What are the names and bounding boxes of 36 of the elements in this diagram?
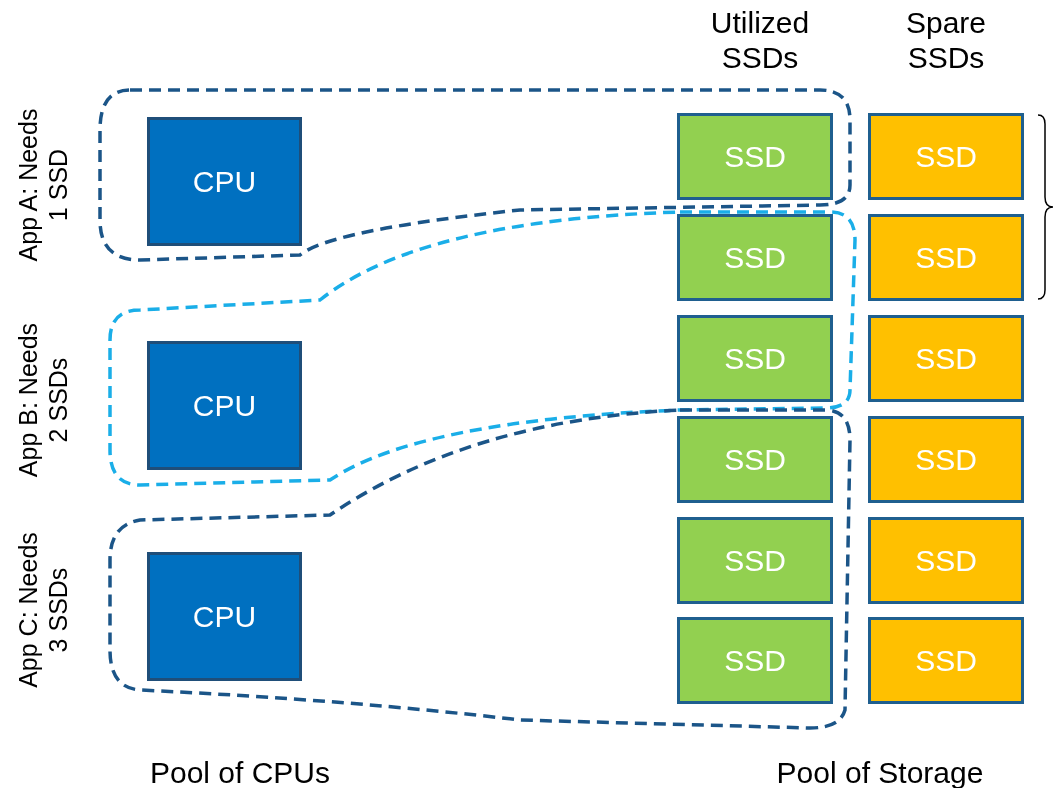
ssd-box	[677, 214, 833, 301]
box-label: SSD	[915, 240, 977, 276]
box-label: CPU	[192, 164, 257, 200]
cpu-box	[147, 117, 302, 246]
box-label: CPU	[192, 599, 257, 635]
box-label: SSD	[915, 442, 977, 478]
ssd-box	[677, 617, 833, 704]
ssd-box	[868, 416, 1024, 503]
ssd-box	[868, 113, 1024, 200]
box-label: CPU	[192, 388, 257, 424]
ssd-box	[868, 617, 1024, 704]
box-label: SSD	[724, 442, 786, 478]
box-label: SSD	[724, 643, 786, 679]
box-label: SSD	[915, 139, 977, 175]
box-label: SSD	[915, 643, 977, 679]
column-heading: Pool of CPUs	[148, 755, 332, 788]
cpu-box	[147, 552, 302, 681]
ssd-box	[677, 416, 833, 503]
box-label: SSD	[724, 240, 786, 276]
box-label: SSD	[724, 139, 786, 175]
column-heading: Utilized SSDs	[709, 6, 811, 75]
column-heading: Spare SSDs	[904, 6, 988, 75]
ssd-box	[868, 315, 1024, 402]
app-label: App B: Needs 2 SSDs	[13, 321, 73, 480]
ssd-box	[868, 214, 1024, 301]
ssd-box	[677, 517, 833, 604]
ssd-box	[677, 315, 833, 402]
ssd-box	[677, 113, 833, 200]
box-label: SSD	[915, 341, 977, 377]
box-label: SSD	[724, 543, 786, 579]
cpu-box	[147, 341, 302, 470]
app-label: App C: Needs 3 SSDs	[13, 531, 73, 690]
app-label: App A: Needs 1 SSD	[13, 107, 73, 264]
box-label: SSD	[915, 543, 977, 579]
box-label: SSD	[724, 341, 786, 377]
ssd-box	[868, 517, 1024, 604]
